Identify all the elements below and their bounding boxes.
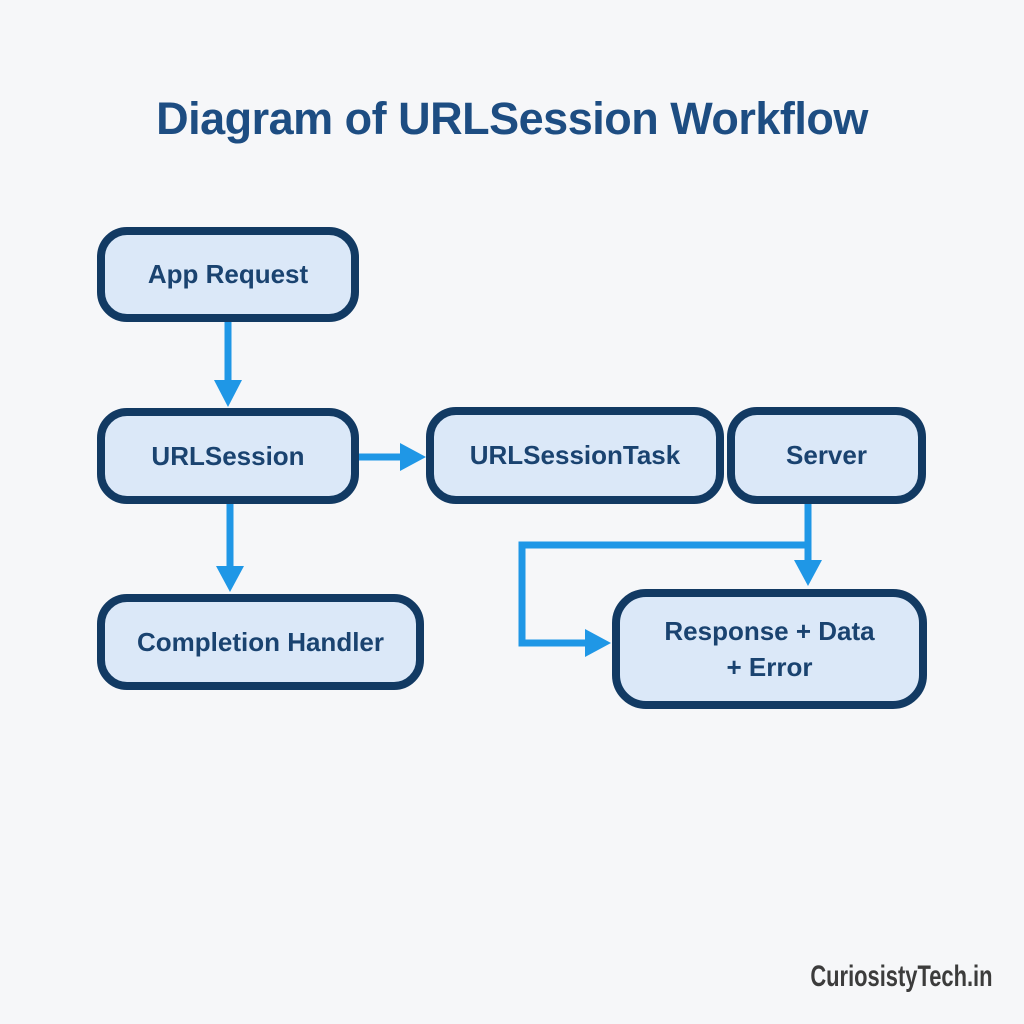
node-completion-handler-label: Completion Handler <box>136 626 384 657</box>
arrow-urlsession-to-urlsessiontask <box>359 443 426 471</box>
node-app-request: App Request <box>97 227 359 322</box>
node-urlsessiontask: URLSessionTask <box>426 407 724 504</box>
node-server-label: Server <box>786 440 867 471</box>
arrow-app-request-to-urlsession <box>214 321 242 407</box>
page-title: Diagram of URLSession Workflow <box>156 93 868 144</box>
node-urlsessiontask-label: URLSessionTask <box>469 440 681 471</box>
arrow-server-to-response <box>794 504 822 586</box>
node-app-request-label: App Request <box>147 259 309 290</box>
node-response-label-line1: Response + Data <box>664 615 875 646</box>
arrow-elbow-to-response <box>518 541 808 657</box>
node-urlsession-label: URLSession <box>151 440 305 471</box>
arrow-urlsession-to-completion-handler <box>216 504 244 592</box>
node-urlsession: URLSession <box>97 408 359 504</box>
node-response: Response + Data + Error <box>612 589 927 709</box>
node-response-label-line2: + Error <box>726 652 813 682</box>
node-completion-handler: Completion Handler <box>97 594 424 690</box>
watermark: CuriosistyTech.in <box>809 960 992 993</box>
node-server: Server <box>727 407 926 504</box>
